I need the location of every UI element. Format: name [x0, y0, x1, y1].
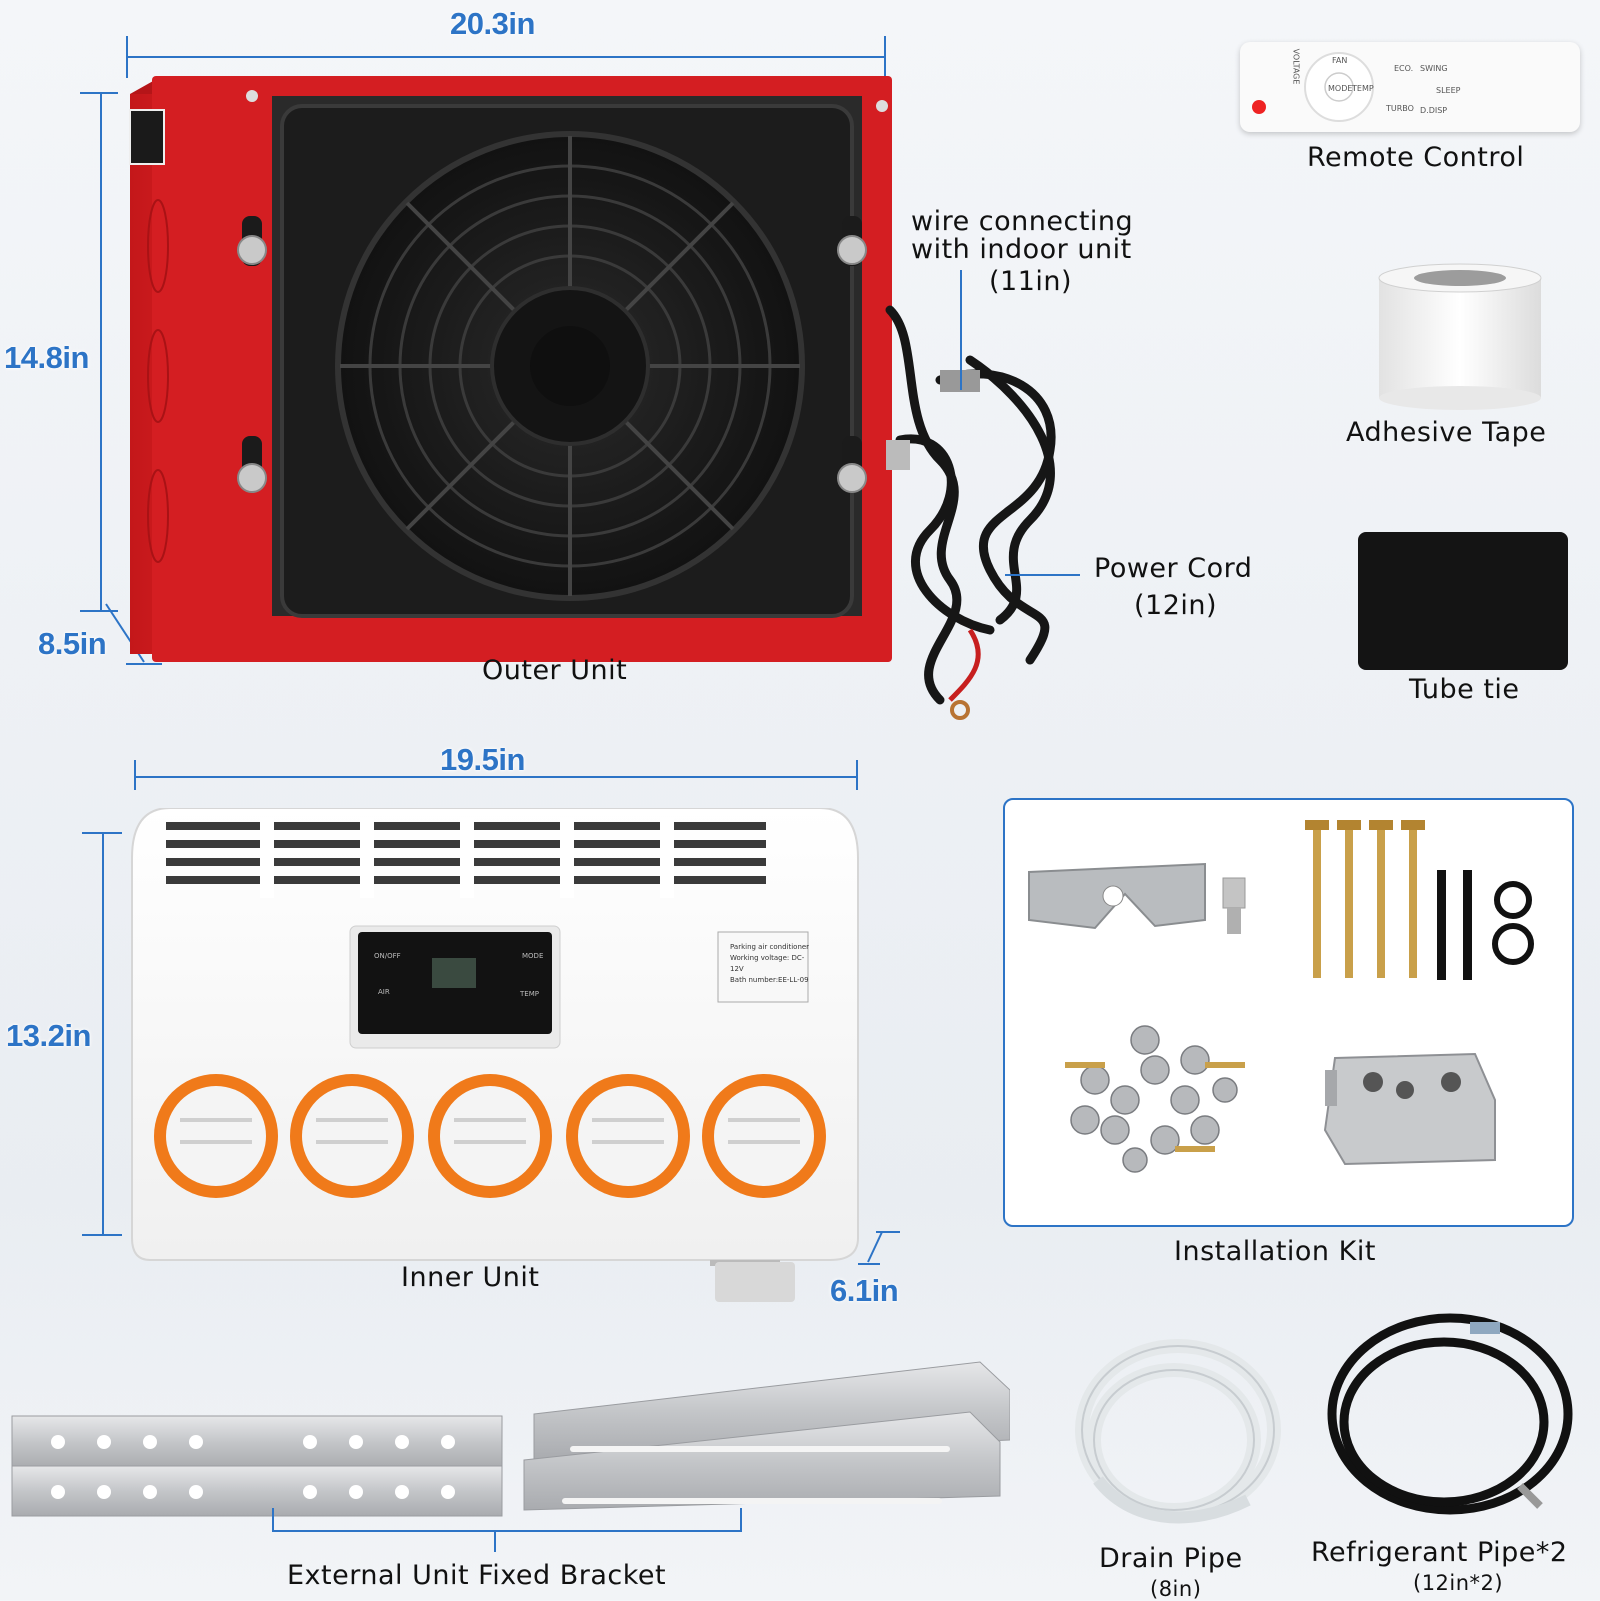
- remote-control-label: Remote Control: [1307, 142, 1525, 173]
- bracket-bracket-right: [740, 1508, 742, 1532]
- installation-kit-box: [1003, 798, 1574, 1227]
- bracket-bracket-stem: [494, 1530, 496, 1552]
- wire-pointer-line: [960, 270, 962, 390]
- power-cord-label: Power Cord: [1094, 553, 1253, 584]
- panel-onoff-text: ON/OFF: [374, 952, 401, 960]
- bracket-label: External Unit Fixed Bracket: [287, 1560, 667, 1591]
- power-cord-pointer-line: [1005, 574, 1080, 576]
- outer-unit-label: Outer Unit: [482, 655, 628, 686]
- drain-pipe-label: Drain Pipe: [1099, 1543, 1243, 1574]
- outer-unit-image: [129, 76, 892, 662]
- remote-btn-voltage: VOLTAGE: [1291, 48, 1301, 85]
- adhesive-tape-label: Adhesive Tape: [1346, 417, 1547, 448]
- inner-width-tick-right: [856, 760, 858, 790]
- remote-btn-temp: TEMP: [1352, 84, 1374, 93]
- adhesive-tape-image: [1378, 263, 1542, 410]
- wire-label-line3: (11in): [989, 266, 1073, 297]
- outer-width-line: [126, 56, 886, 58]
- outer-height-label: 14.8in: [4, 340, 89, 375]
- remote-btn-ddisp: D.DISP: [1420, 106, 1448, 115]
- panel-temp-text: TEMP: [520, 990, 539, 998]
- bracket-bracket-line: [272, 1530, 742, 1532]
- refrigerant-pipe-length: (12in*2): [1413, 1571, 1504, 1595]
- tube-tie-label: Tube tie: [1409, 674, 1520, 705]
- power-cord-length: (12in): [1134, 590, 1218, 621]
- inner-unit-image: [131, 808, 859, 1266]
- inner-unit-fittings: [715, 1262, 795, 1302]
- outer-width-label: 20.3in: [450, 6, 535, 41]
- refrigerant-pipe-label: Refrigerant Pipe*2: [1311, 1537, 1568, 1568]
- tube-tie-image: [1358, 532, 1568, 670]
- remote-btn-sleep: SLEEP: [1436, 86, 1461, 95]
- outer-depth-label: 8.5in: [38, 626, 107, 661]
- wire-label-line2: with indoor unit: [911, 234, 1132, 265]
- wiring-harness-image: [885, 305, 1056, 720]
- remote-btn-swing: SWING: [1420, 64, 1448, 73]
- remote-power-icon: [1252, 100, 1266, 114]
- inner-height-label: 13.2in: [6, 1018, 91, 1053]
- installation-kit-image: [1028, 820, 1534, 1173]
- bracket-image: [11, 1361, 1010, 1517]
- panel-air-text: AIR: [378, 988, 390, 996]
- inner-width-line: [134, 776, 858, 778]
- remote-btn-turbo: TURBO: [1386, 104, 1414, 113]
- wire-label-line1: wire connecting: [911, 206, 1134, 237]
- remote-dpad: [1304, 52, 1374, 122]
- outer-height-line: [100, 92, 102, 612]
- refrigerant-pipe-image: [1327, 1313, 1573, 1515]
- inner-depth-label: 6.1in: [830, 1273, 899, 1308]
- inner-width-label: 19.5in: [440, 742, 525, 777]
- sticker-batch: Bath number:EE-LL-09: [730, 976, 809, 984]
- sticker-voltage: Working voltage: DC-12V: [730, 954, 805, 973]
- panel-mode-text: MODE: [522, 952, 544, 960]
- panel-sticker: Parking air conditioner Working voltage:…: [730, 942, 814, 986]
- remote-btn-fan: FAN: [1332, 56, 1348, 65]
- remote-btn-eco: ECO.: [1394, 64, 1414, 73]
- sticker-title: Parking air conditioner: [730, 943, 810, 951]
- remote-btn-mode: MODE: [1328, 84, 1353, 93]
- outer-height-tick-top: [80, 92, 118, 94]
- bracket-bracket-left: [272, 1508, 274, 1532]
- inner-depth-line: [858, 1231, 900, 1265]
- inner-width-tick-left: [134, 760, 136, 790]
- drain-pipe-image: [1075, 1339, 1281, 1524]
- outer-height-tick-bottom: [80, 610, 118, 612]
- drain-pipe-length: (8in): [1150, 1577, 1202, 1601]
- inner-unit-label: Inner Unit: [401, 1262, 540, 1293]
- remote-control-image: VOLTAGE FAN MODE TEMP ECO. SWING SLEEP T…: [1240, 42, 1580, 132]
- installation-kit-label: Installation Kit: [1174, 1236, 1376, 1267]
- inner-height-line: [102, 832, 104, 1236]
